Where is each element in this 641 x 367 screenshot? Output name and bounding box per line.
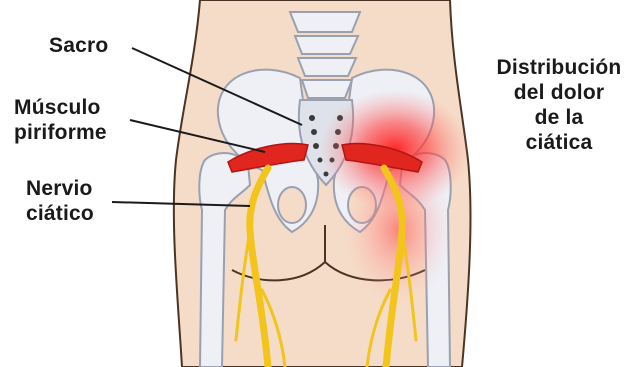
label-musculo-line2: piriforme <box>14 120 107 145</box>
label-nervio-ciatico: Nervio ciático <box>26 176 94 226</box>
label-sacro: Sacro <box>49 33 108 58</box>
label-nervio-line2: ciático <box>26 201 94 226</box>
label-dist-line2: del dolor <box>484 80 634 105</box>
label-distribucion-dolor: Distribución del dolor de la ciática <box>484 55 634 155</box>
label-dist-line4: ciática <box>484 130 634 155</box>
label-musculo-line1: Músculo <box>14 95 107 120</box>
label-sacro-text: Sacro <box>49 33 108 58</box>
label-musculo-piriforme: Músculo piriforme <box>14 95 107 145</box>
label-nervio-line1: Nervio <box>26 176 94 201</box>
label-dist-line1: Distribución <box>484 55 634 80</box>
label-dist-line3: de la <box>484 105 634 130</box>
